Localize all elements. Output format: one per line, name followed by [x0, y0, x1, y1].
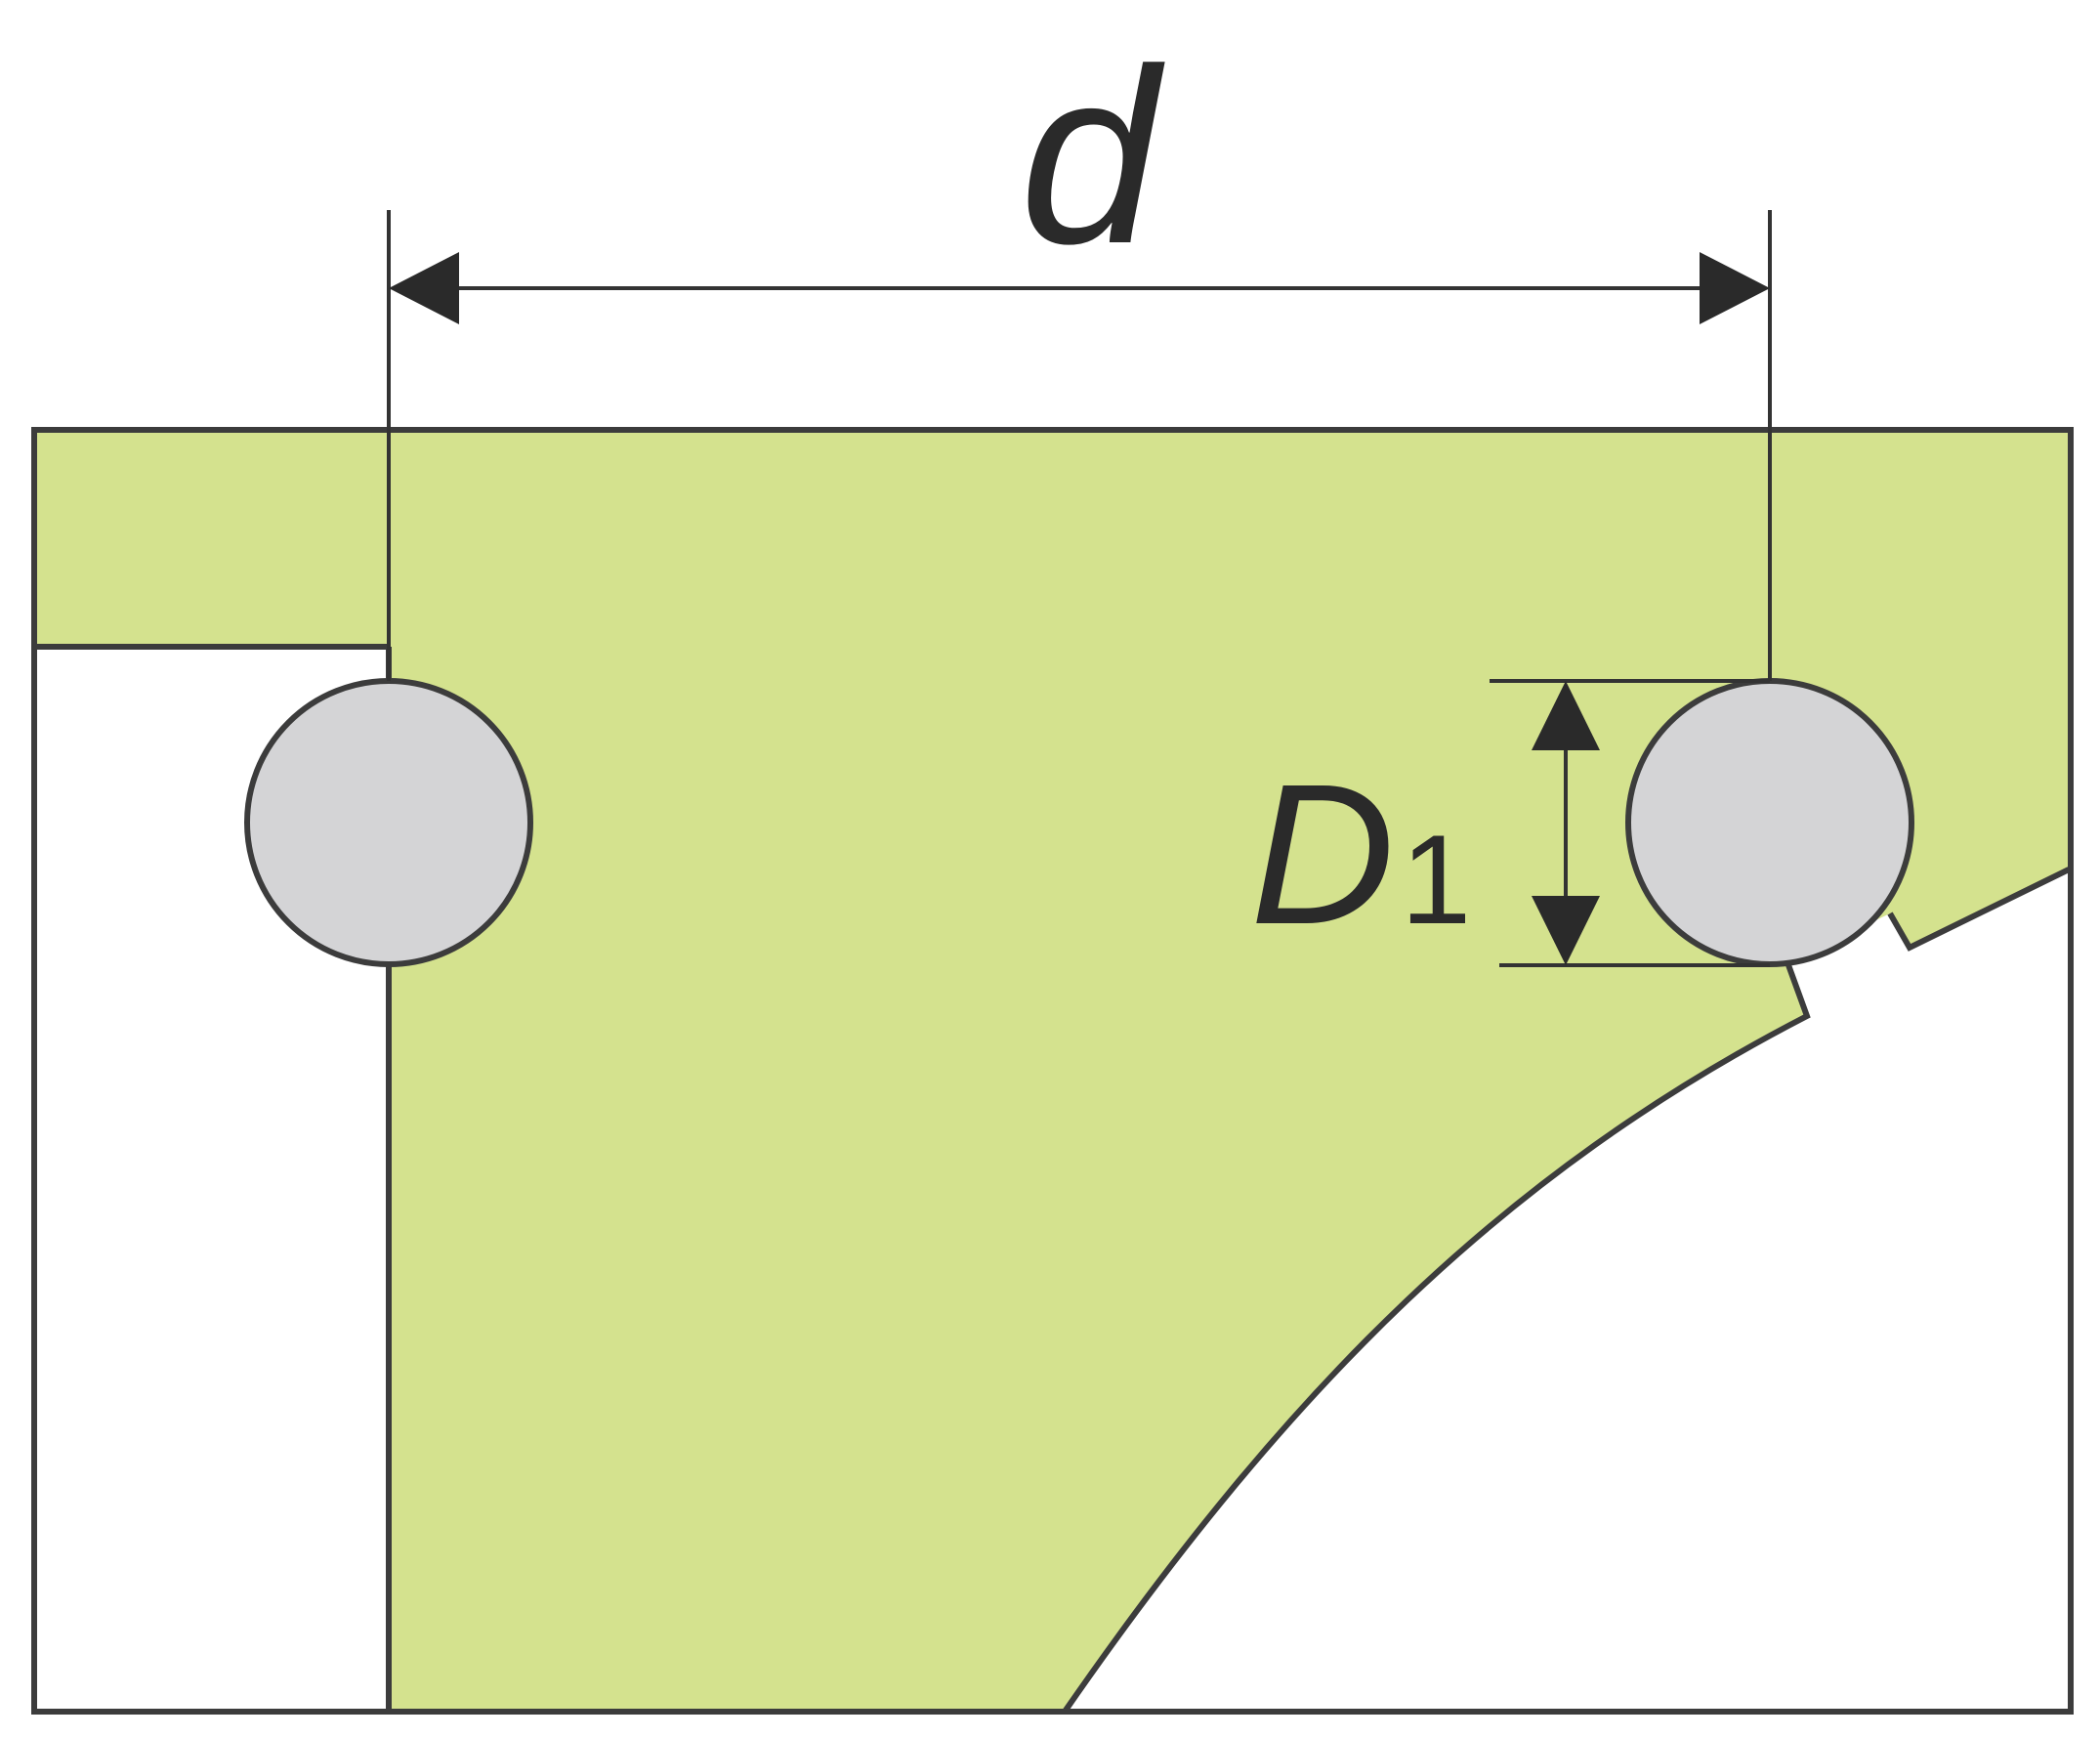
d1-label-main: D	[1250, 742, 1395, 966]
right-ball	[1625, 678, 1914, 967]
d1-label-subscript: 1	[1401, 808, 1471, 951]
d-arrow-right	[1700, 252, 1770, 324]
d1-arrow-bottom	[1532, 896, 1600, 965]
d1-arrow-top	[1532, 681, 1600, 750]
left-ball	[244, 678, 533, 967]
d1-label: D1	[1250, 742, 1471, 966]
frame-border	[31, 427, 2074, 1715]
raceway-contour	[1062, 867, 2071, 1714]
d-arrow-left	[389, 252, 459, 324]
d-label: d	[1020, 18, 1165, 296]
